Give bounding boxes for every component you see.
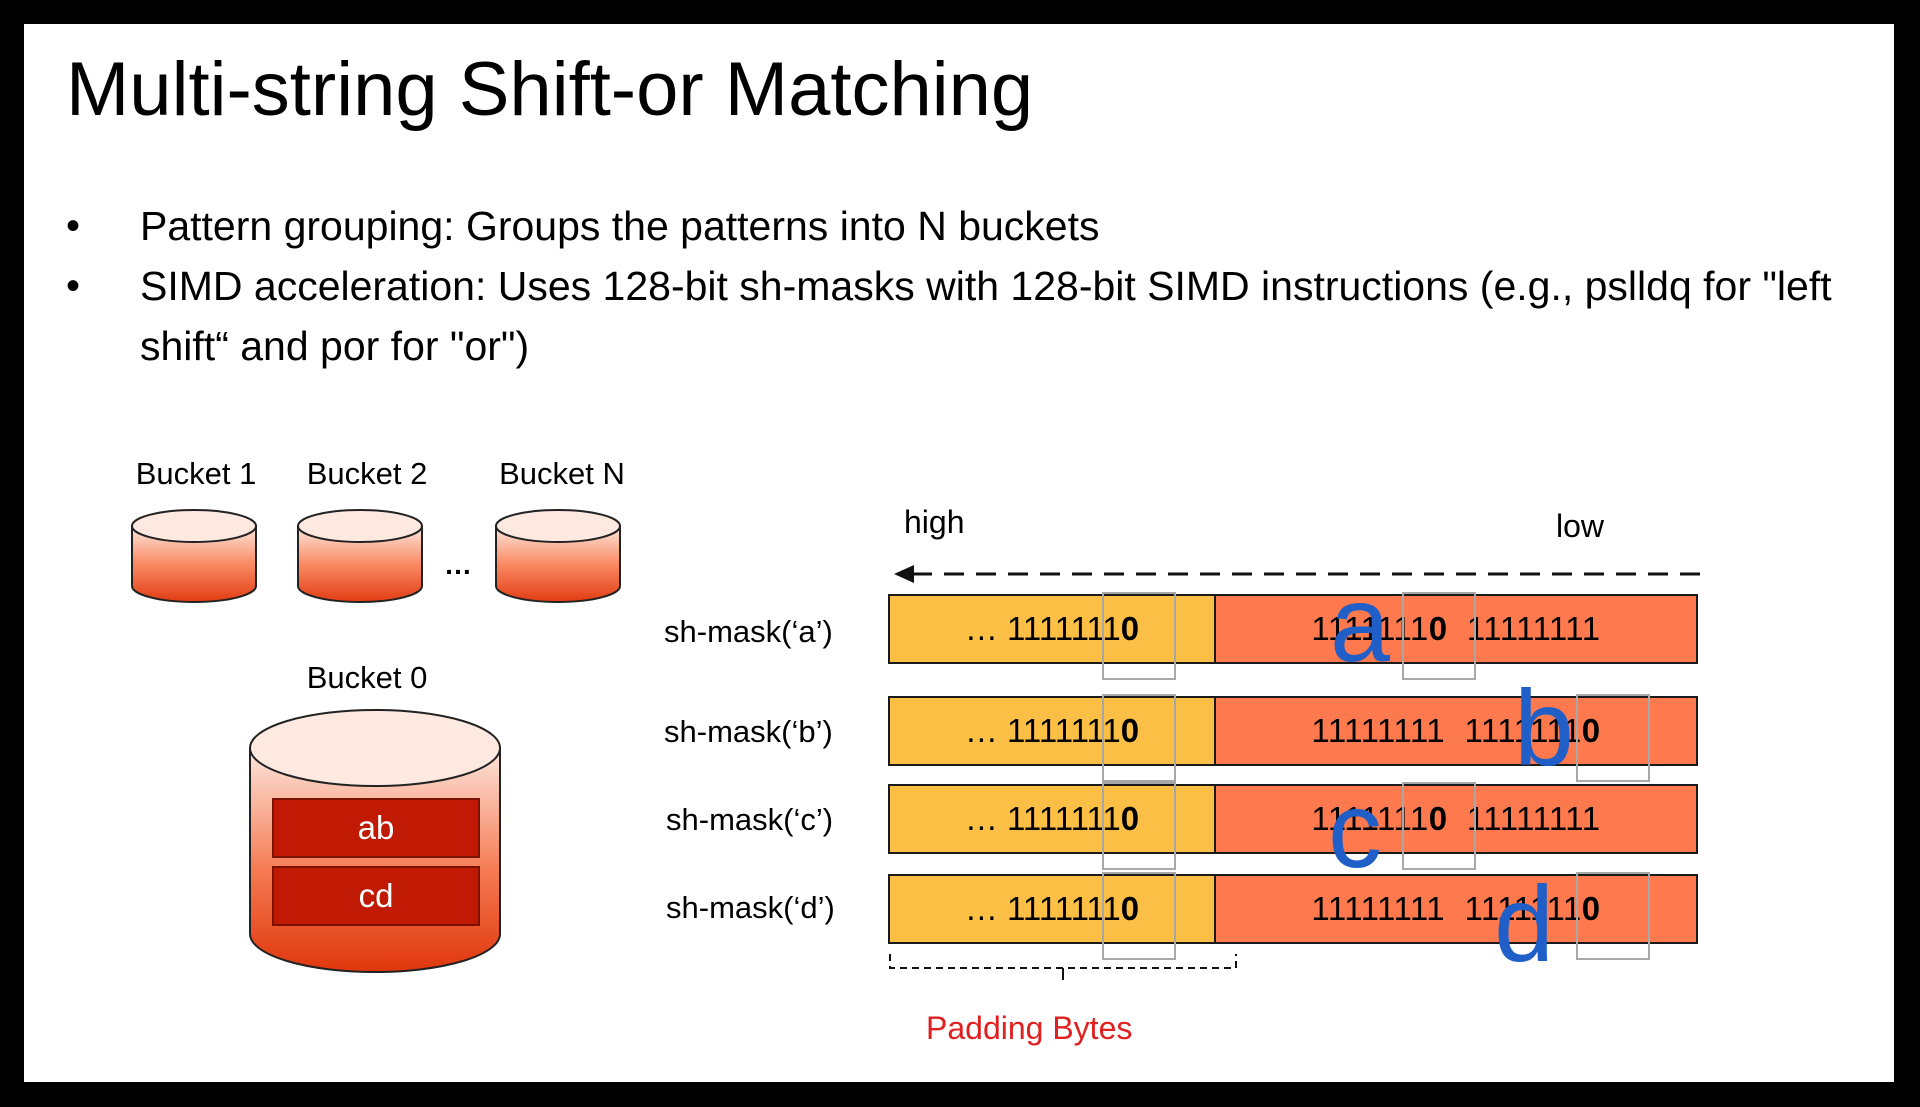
- sh-mask-a-label: sh-mask(‘a’): [664, 614, 833, 649]
- highlight-box: [1102, 694, 1176, 782]
- letter-a-overlay: a: [1330, 563, 1391, 684]
- highlight-box: [1402, 782, 1476, 870]
- bucket-0-label: Bucket 0: [306, 660, 428, 695]
- sh-mask-b-label: sh-mask(‘b’): [664, 714, 833, 749]
- low-label: low: [1556, 508, 1605, 544]
- data-bits-prefix: 1111111: [1311, 610, 1429, 647]
- bullet-text: Pattern grouping: Groups the patterns in…: [140, 203, 1100, 249]
- letter-c-overlay: c: [1328, 769, 1382, 890]
- padding-bits: … 1111111: [964, 712, 1121, 749]
- pattern-cd: cd: [272, 866, 480, 926]
- bullet-item-grouping: • Pattern grouping: Groups the patterns …: [66, 196, 1886, 256]
- slide: Multi-string Shift-or Matching • Pattern…: [24, 24, 1894, 1082]
- highlight-box: [1402, 592, 1476, 680]
- sh-mask-c-label: sh-mask(‘c’): [666, 802, 834, 837]
- bullet-dot-icon: •: [66, 264, 81, 308]
- highlight-box: [1102, 872, 1176, 960]
- bullet-dot-icon: •: [66, 204, 81, 248]
- data-zero-bit: 0: [1428, 800, 1448, 837]
- bullet-text: SIMD acceleration: Uses 128-bit sh-masks…: [140, 263, 1832, 369]
- padding-bits: … 1111111: [964, 800, 1121, 837]
- bucket-1-cylinder-icon: [131, 509, 257, 603]
- slide-title: Multi-string Shift-or Matching: [66, 47, 1034, 132]
- bucket-1-label: Bucket 1: [135, 456, 257, 491]
- data-bits-suffix: 11111111: [1447, 610, 1601, 647]
- highlight-box: [1102, 782, 1176, 870]
- bucket-2-label: Bucket 2: [306, 456, 428, 491]
- padding-zero-bit: 0: [1120, 890, 1140, 927]
- highlight-box: [1102, 592, 1176, 680]
- highlight-box: [1576, 872, 1650, 960]
- high-label: high: [904, 504, 965, 540]
- highlight-box: [1576, 694, 1650, 782]
- letter-b-overlay: b: [1514, 667, 1575, 788]
- padding-zero-bit: 0: [1120, 800, 1140, 837]
- left-arrow-icon: [894, 565, 1710, 583]
- padding-bytes-label: Padding Bytes: [926, 1010, 1133, 1046]
- padding-bits: … 1111111: [964, 890, 1121, 927]
- data-bits-prefix: 11111111 1111111: [1311, 890, 1582, 927]
- bucket-2-cylinder-icon: [297, 509, 423, 603]
- padding-zero-bit: 0: [1120, 610, 1140, 647]
- bullet-list: • Pattern grouping: Groups the patterns …: [66, 196, 1886, 376]
- letter-d-overlay: d: [1494, 863, 1555, 984]
- data-bits-suffix: 11111111: [1447, 800, 1601, 837]
- data-zero-bit: 0: [1581, 890, 1601, 927]
- padding-zero-bit: 0: [1120, 712, 1140, 749]
- bucket-n-label: Bucket N: [499, 456, 625, 491]
- data-zero-bit: 0: [1581, 712, 1601, 749]
- bucket-n-cylinder-icon: [495, 509, 621, 603]
- sh-mask-d-label: sh-mask(‘d’): [666, 890, 835, 925]
- padding-bits: … 1111111: [964, 610, 1121, 647]
- data-zero-bit: 0: [1428, 610, 1448, 647]
- data-bits-prefix: 11111111 1111111: [1311, 712, 1582, 749]
- padding-brace-icon: [889, 954, 1237, 980]
- data-bits-prefix: 1111111: [1311, 800, 1429, 837]
- bucket-ellipsis: …: [444, 549, 472, 580]
- pattern-ab: ab: [272, 798, 480, 858]
- bullet-item-simd: • SIMD acceleration: Uses 128-bit sh-mas…: [66, 256, 1886, 376]
